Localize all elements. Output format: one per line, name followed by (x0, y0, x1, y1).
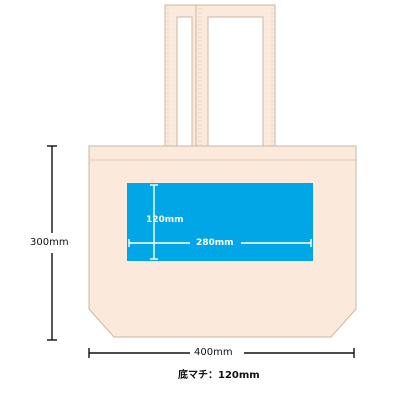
bag-width-dimension (88, 348, 355, 358)
print-width-dimension (128, 239, 312, 247)
print-width-label: 280mm (196, 238, 234, 248)
print-height-label: 120mm (146, 215, 184, 225)
print-height-dimension (150, 184, 158, 260)
bag-height-dimension (47, 145, 57, 341)
right-handle (195, 4, 276, 147)
bag-height-label: 300mm (30, 237, 69, 248)
bag-width-label: 400mm (194, 347, 233, 358)
gusset-label: 底マチ：120mm (178, 370, 260, 381)
print-area (127, 183, 313, 261)
handle-stitching (167, 8, 273, 146)
